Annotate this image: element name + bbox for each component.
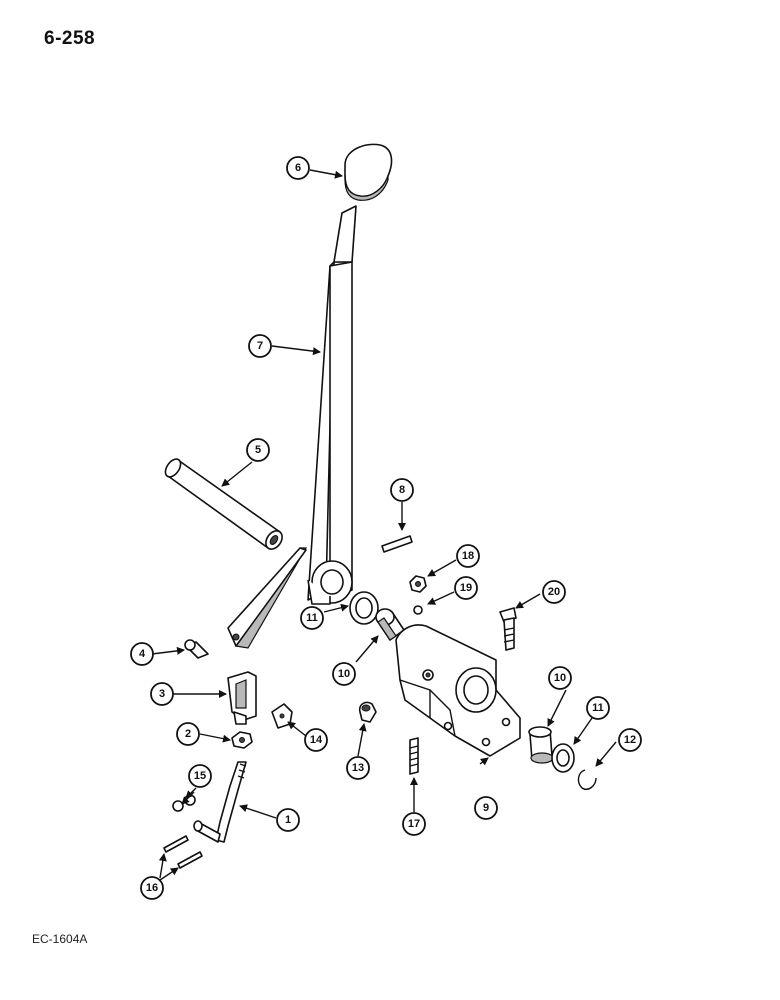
- part-clevis: [227, 671, 257, 725]
- part-roll-pin: [381, 535, 413, 553]
- callout-13: 13: [346, 756, 370, 780]
- part-washers: [172, 794, 196, 812]
- callout-8: 8: [390, 478, 414, 502]
- callout-17-label: 17: [408, 818, 420, 830]
- callout-18: 18: [456, 544, 480, 568]
- callout-17: 17: [402, 812, 426, 836]
- callout-1-label: 1: [285, 814, 291, 826]
- part-clevis-pin: [184, 639, 209, 659]
- figure-code: EC-1604A: [32, 932, 88, 946]
- callout-3: 3: [150, 682, 174, 706]
- callout-11a: 11: [300, 606, 324, 630]
- callout-18-label: 18: [462, 550, 474, 562]
- callout-16: 16: [140, 876, 164, 900]
- part-bolt: [499, 607, 517, 651]
- leader-lines: [151, 169, 617, 881]
- callout-11b: 11: [586, 696, 610, 720]
- callout-16-label: 16: [146, 882, 158, 894]
- callout-3-label: 3: [159, 688, 165, 700]
- callout-19-label: 19: [460, 582, 472, 594]
- callout-10a: 10: [332, 662, 356, 686]
- part-nut-small: [409, 575, 427, 593]
- callout-10b: 10: [548, 666, 572, 690]
- callout-13-label: 13: [352, 762, 364, 774]
- part-bracket: [395, 624, 521, 757]
- callout-14-label: 14: [310, 734, 323, 746]
- part-grease-fitting: [358, 701, 377, 723]
- part-lock-clip: [271, 703, 293, 729]
- callout-9: 9: [474, 796, 498, 820]
- part-knob: [344, 143, 393, 201]
- callout-8-label: 8: [399, 484, 405, 496]
- callout-15: 15: [188, 764, 212, 788]
- callout-9-label: 9: [483, 802, 489, 814]
- callout-7-label: 7: [257, 340, 263, 352]
- callout-15-label: 15: [194, 770, 206, 782]
- part-bushing-right: [528, 726, 554, 764]
- callout-20: 20: [542, 580, 566, 604]
- part-stud: [409, 737, 419, 775]
- callout-4-label: 4: [139, 648, 146, 660]
- part-cotter-pins: [163, 835, 203, 869]
- part-nut: [231, 731, 253, 749]
- callout-10a-label: 10: [338, 668, 350, 680]
- callout-5-label: 5: [255, 444, 261, 456]
- callout-4: 4: [130, 642, 154, 666]
- callout-10b-label: 10: [554, 672, 566, 684]
- part-washer-left: [349, 591, 379, 625]
- callout-2: 2: [176, 722, 200, 746]
- part-lever: [227, 205, 357, 649]
- callout-6-label: 6: [295, 162, 301, 174]
- callout-5: 5: [246, 438, 270, 462]
- callout-20-label: 20: [548, 586, 560, 598]
- callout-12: 12: [618, 728, 642, 752]
- callout-7: 7: [248, 334, 272, 358]
- part-clip: [413, 605, 423, 615]
- callout-2-label: 2: [185, 728, 191, 740]
- part-pin: [164, 458, 283, 550]
- callout-6: 6: [286, 156, 310, 180]
- callout-14: 14: [304, 728, 328, 752]
- callout-19: 19: [454, 576, 478, 600]
- callout-1: 1: [276, 808, 300, 832]
- part-bushing-left: [375, 608, 405, 641]
- callout-12-label: 12: [624, 734, 636, 746]
- callout-11b-label: 11: [592, 702, 604, 714]
- callout-11a-label: 11: [306, 612, 318, 624]
- part-rod: [193, 761, 247, 843]
- part-washer-right: [551, 743, 575, 773]
- page-number: 6-258: [44, 28, 96, 49]
- part-snap-ring: [577, 769, 597, 790]
